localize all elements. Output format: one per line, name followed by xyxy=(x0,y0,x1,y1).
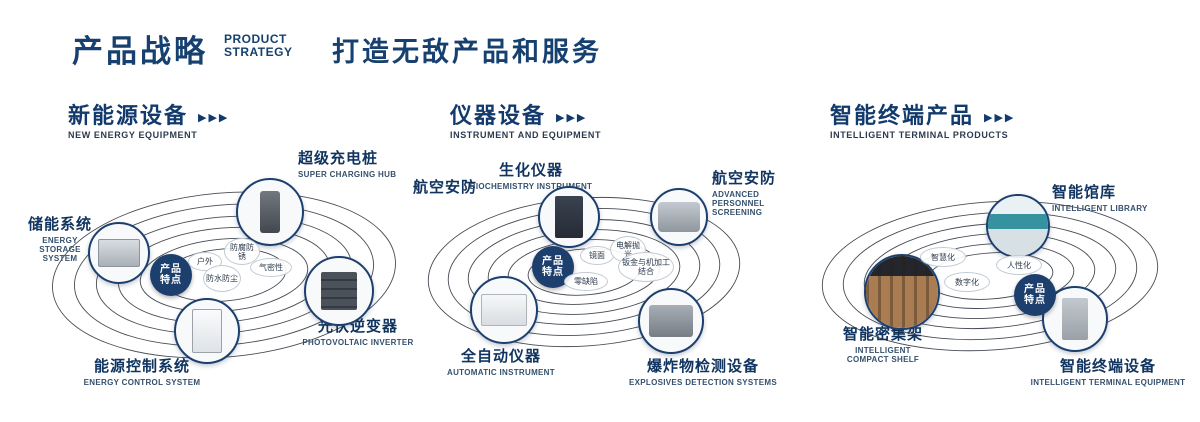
product-label-explosives-detection: 爆炸物检测设备 EXPLOSIVES DETECTION SYSTEMS xyxy=(618,358,788,387)
product-label-biochemistry: 生化仪器 BIOCHEMISTRY INSTRUMENT xyxy=(466,162,596,191)
section-title-instruments[interactable]: 仪器设备 ▶▶▶ xyxy=(450,98,587,130)
feature-bubble: 气密性 xyxy=(250,258,292,277)
section-title-text: 智能终端产品 xyxy=(830,103,975,128)
intelligent-library-image xyxy=(988,196,1048,256)
product-name-en: ENERGY CONTROL SYSTEM xyxy=(83,378,201,387)
intelligent-library-photo[interactable] xyxy=(986,194,1050,258)
product-name-en: INTELLIGENT LIBRARY xyxy=(1052,204,1148,213)
product-name-cn: 储能系统 xyxy=(27,216,92,233)
product-name-cn: 能源控制系统 xyxy=(93,358,190,375)
product-name-cn: 航空安防 xyxy=(712,170,777,187)
section-subtitle: NEW ENERGY EQUIPMENT xyxy=(68,130,198,140)
triple-arrow-icon: ▶▶▶ xyxy=(556,112,588,124)
section-subtitle: INSTRUMENT AND EQUIPMENT xyxy=(450,130,602,140)
product-name-cn: 全自动仪器 xyxy=(460,348,541,365)
product-name-en: ENERGY STORAGE SYSTEM xyxy=(39,236,81,263)
product-name-cn: 智能馆库 xyxy=(1052,184,1117,201)
personnel-screening-photo[interactable] xyxy=(650,188,708,246)
product-name-en: ADVANCED PERSONNEL SCREENING xyxy=(712,190,765,217)
product-name-cn: 超级充电桩 xyxy=(298,150,379,167)
section-title-new-energy[interactable]: 新能源设备 ▶▶▶ xyxy=(68,98,229,130)
automatic-instrument-image xyxy=(481,294,527,326)
badge-text-line2: 特点 xyxy=(160,275,182,286)
product-name-cn: 生化仪器 xyxy=(498,162,563,179)
automatic-instrument-photo[interactable] xyxy=(470,276,538,344)
product-label-energy-storage: 储能系统 ENERGY STORAGE SYSTEM xyxy=(14,216,106,263)
pv-inverter-image xyxy=(321,272,357,310)
product-label-personnel-screening: 航空安防 ADVANCED PERSONNEL SCREENING xyxy=(712,170,812,217)
product-name-en: PHOTOVOLTAIC INVERTER xyxy=(302,338,414,347)
product-features-badge: 产品 特点 xyxy=(150,254,192,296)
feature-bubble: 智慧化 xyxy=(920,247,966,267)
terminal-equipment-image xyxy=(1062,298,1088,340)
compact-shelf-photo[interactable] xyxy=(864,254,940,330)
page-title: 产品战略 xyxy=(72,34,208,69)
product-name-cn: 智能终端设备 xyxy=(1059,358,1156,375)
feature-bubble: 防腐防锈 xyxy=(224,238,260,265)
feature-bubble: 人性化 xyxy=(996,255,1042,275)
personnel-screening-image xyxy=(658,202,700,232)
page-title-en-line2: STRATEGY xyxy=(224,45,293,59)
pv-inverter-photo[interactable] xyxy=(304,256,374,326)
triple-arrow-icon: ▶▶▶ xyxy=(984,112,1016,124)
product-name-en: BIOCHEMISTRY INSTRUMENT xyxy=(469,182,593,191)
product-name-en: SUPER CHARGING HUB xyxy=(298,170,397,179)
product-name-cn: 爆炸物检测设备 xyxy=(646,358,759,375)
section-title-text: 仪器设备 xyxy=(450,103,547,128)
product-name-en: EXPLOSIVES DETECTION SYSTEMS xyxy=(629,378,777,387)
product-name-cn: 光伏逆变器 xyxy=(317,318,398,335)
badge-text-line1: 产品 xyxy=(542,256,564,267)
feature-bubble: 镜面 xyxy=(580,246,614,265)
product-label-automatic-instrument: 全自动仪器 AUTOMATIC INSTRUMENT xyxy=(436,348,566,377)
compact-shelf-image xyxy=(866,256,938,328)
feature-bubble: 钣金与机加工结合 xyxy=(618,252,674,282)
super-charging-photo[interactable] xyxy=(236,178,304,246)
triple-arrow-icon: ▶▶▶ xyxy=(198,112,230,124)
product-name-cn: 智能密集架 xyxy=(842,326,923,343)
product-features-badge: 产品 特点 xyxy=(532,246,574,288)
product-label-super-charging: 超级充电桩 SUPER CHARGING HUB xyxy=(298,150,428,179)
super-charging-image xyxy=(260,191,280,233)
badge-text-line1: 产品 xyxy=(160,264,182,275)
product-label-aviation-security: 航空安防 xyxy=(413,179,478,196)
product-name-en: INTELLIGENT TERMINAL EQUIPMENT xyxy=(1030,378,1186,387)
product-label-energy-control: 能源控制系统 ENERGY CONTROL SYSTEM xyxy=(72,358,212,387)
product-label-compact-shelf: 智能密集架 INTELLIGENT COMPACT SHELF xyxy=(818,326,948,364)
section-title-intelligent-terminal[interactable]: 智能终端产品 ▶▶▶ xyxy=(830,98,1015,130)
energy-control-photo[interactable] xyxy=(174,298,240,364)
section-title-text: 新能源设备 xyxy=(68,103,189,128)
product-label-pv-inverter: 光伏逆变器 PHOTOVOLTAIC INVERTER xyxy=(298,318,418,347)
badge-text-line2: 特点 xyxy=(542,267,564,278)
page-title-en-line1: PRODUCT xyxy=(224,32,287,46)
badge-text-line2: 特点 xyxy=(1024,295,1046,306)
product-name-en: AUTOMATIC INSTRUMENT xyxy=(447,368,555,377)
feature-bubble: 防水防尘 xyxy=(203,265,241,292)
biochemistry-image xyxy=(555,196,583,238)
feature-bubble: 零缺陷 xyxy=(564,272,608,291)
section-subtitle: INTELLIGENT TERMINAL PRODUCTS xyxy=(830,130,1009,140)
product-label-terminal-equipment: 智能终端设备 INTELLIGENT TERMINAL EQUIPMENT xyxy=(1028,358,1188,387)
product-name-en: INTELLIGENT COMPACT SHELF xyxy=(846,346,920,364)
slogan: 打造无敌产品和服务 xyxy=(332,37,602,67)
explosives-detection-photo[interactable] xyxy=(638,288,704,354)
badge-text-line1: 产品 xyxy=(1024,284,1046,295)
feature-bubble: 数字化 xyxy=(944,272,990,292)
product-features-badge: 产品 特点 xyxy=(1014,274,1056,316)
energy-storage-image xyxy=(98,239,140,267)
explosives-detection-image xyxy=(649,305,693,337)
product-label-intelligent-library: 智能馆库 INTELLIGENT LIBRARY xyxy=(1052,184,1172,213)
biochemistry-photo[interactable] xyxy=(538,186,600,248)
page-title-en: PRODUCT STRATEGY xyxy=(224,33,292,59)
energy-storage-photo[interactable] xyxy=(88,222,150,284)
energy-control-image xyxy=(192,309,222,353)
